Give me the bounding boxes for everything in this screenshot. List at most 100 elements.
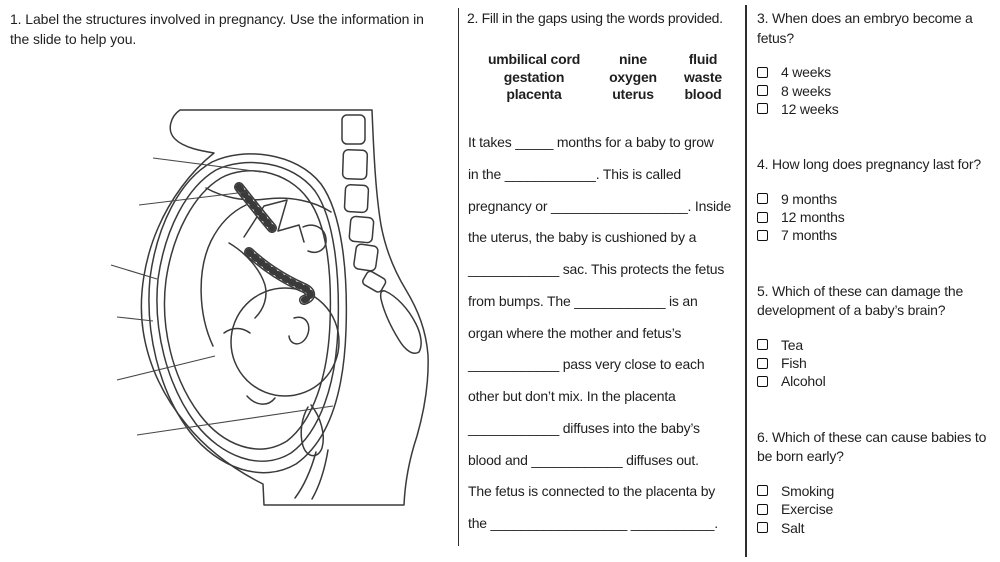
question-3: 3. When does an embryo become a fetus? 4… [757,9,993,118]
word-bank-item: gestation [503,68,565,85]
question-6-title: 6. Which of these can cause babies to be… [757,428,987,465]
option-row: Alcohol [757,372,993,390]
fetus-head [230,287,340,397]
fetus [200,199,340,405]
gap-fill-line: ____________ diffuses into the baby’s [468,419,700,436]
label-line [136,405,334,436]
option-label: 12 weeks [781,100,839,117]
checkbox-icon[interactable] [757,211,768,223]
option-label: Smoking [781,482,835,499]
label-line [138,191,247,206]
gap-fill-line: from bumps. The ____________ is an [468,292,698,309]
gap-fill-line: It takes _____ months for a baby to grow [468,134,714,150]
question-4: 4. How long does pregnancy last for? 9 m… [757,155,993,244]
gap-fill-line: The fetus is connected to the placenta b… [468,483,716,500]
umbilical-cord [234,182,316,305]
uterus-wall [148,153,348,474]
label-line [110,264,158,280]
fetus-legs [243,199,305,243]
checkbox-icon[interactable] [757,339,768,351]
questions-column: 3. When does an embryo become a fetus? 4… [757,9,993,562]
option-label: 4 weeks [781,64,831,81]
checkbox-icon[interactable] [757,485,768,497]
gap-fill-line: organ where the mother and fetus’s [468,324,682,341]
option-row: Salt [757,518,993,536]
checkbox-icon[interactable] [757,66,768,78]
checkbox-icon[interactable] [757,103,768,115]
checkbox-icon[interactable] [757,503,768,515]
coccyx [379,290,422,354]
fetus-foot [302,224,327,253]
option-label: 8 weeks [781,82,831,99]
word-bank-item: blood [684,86,722,103]
label-lines [110,157,334,436]
placenta [205,187,332,213]
gap-fill-line: the uterus, the baby is cushioned by a [468,229,697,246]
checkbox-icon[interactable] [757,375,768,387]
fetus-back [200,204,247,347]
option-row: 4 weeks [757,63,993,81]
question-5-title: 5. Which of these can damage the develop… [757,282,964,319]
question-5: 5. Which of these can damage the develop… [757,282,993,391]
option-label: Salt [781,519,805,536]
option-label: 12 months [781,209,845,226]
option-row: Fish [757,354,993,372]
option-row: 9 months [757,190,993,208]
gap-fill-line: ____________ sac. This protects the fetu… [468,261,725,277]
word-bank-item: fluid [688,51,718,67]
option-row: Tea [757,336,993,354]
option-label: Exercise [781,501,834,518]
question-4-title: 4. How long does pregnancy last for? [757,156,981,173]
option-label: Alcohol [781,373,826,390]
vertebra [353,243,379,272]
word-bank-item: umbilical cord [487,51,581,67]
label-line [152,157,262,173]
label-line [116,316,154,322]
question-1-title: 1. Label the structures involved in preg… [10,11,424,48]
word-bank: umbilical cord nine fluid gestation oxyg… [474,51,736,104]
vertebra [343,183,370,214]
option-row: Exercise [757,500,993,518]
vertebra [362,270,387,293]
fetus-arm [228,242,267,319]
option-row: 12 months [757,208,993,226]
option-row: 7 months [757,226,993,244]
label-line [116,355,216,381]
option-row: 12 weeks [757,100,993,118]
gap-fill-line: blood and ____________ diffuses out. [468,451,699,468]
checkbox-icon[interactable] [757,357,768,369]
gap-fill-line: in the ____________. This is called [468,165,682,182]
gap-fill-text: It takes _____ months for a baby to grow… [468,127,744,540]
cervix [294,404,329,500]
column-divider-right [745,5,747,557]
option-row: 8 weeks [757,81,993,99]
question-6: 6. Which of these can cause babies to be… [757,428,993,537]
checkbox-icon[interactable] [757,229,768,241]
spine [341,114,422,354]
vertebra [348,215,375,244]
word-bank-item: oxygen [609,68,657,85]
checkbox-icon[interactable] [757,85,768,97]
gap-fill-line: ____________ pass very close to each [468,356,705,373]
gap-fill-line: other but don’t mix. In the placenta [468,388,676,404]
checkbox-icon[interactable] [757,193,768,205]
option-label: 9 months [781,190,837,207]
column-divider-left [458,8,460,546]
option-row: Smoking [757,482,993,500]
word-bank-item: uterus [612,86,654,103]
option-label: 7 months [781,227,837,244]
gap-fill-line: the __________________ ___________. [468,515,718,531]
body-outline [140,109,429,506]
amniotic-sac [163,170,332,450]
word-bank-item: placenta [506,86,562,103]
word-bank-item: waste [684,68,722,85]
question-3-title: 3. When does an embryo become a fetus? [757,10,973,46]
vertebra [341,114,366,145]
vertebra [341,149,369,180]
question-2-title: 2. Fill in the gaps using the words prov… [467,10,723,26]
option-label: Fish [781,355,807,372]
checkbox-icon[interactable] [757,522,768,534]
gap-fill-line: pregnancy or __________________. Inside [468,197,732,214]
option-label: Tea [781,336,803,353]
